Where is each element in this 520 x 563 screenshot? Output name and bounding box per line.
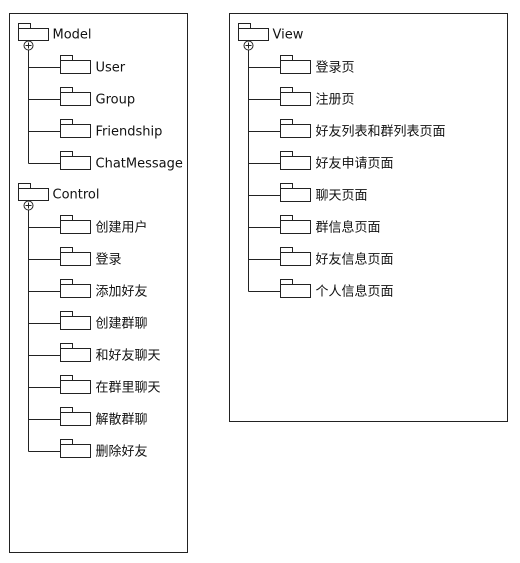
child-package-label: 聊天页面 — [316, 189, 368, 204]
child-package — [60, 343, 91, 362]
child-package — [280, 247, 311, 266]
child-package-label: 创建群聊 — [96, 317, 148, 332]
child-package-label: 解散群聊 — [96, 413, 148, 428]
child-package — [60, 151, 91, 170]
child-package — [60, 55, 91, 74]
child-package — [60, 407, 91, 426]
child-package-label: 登录页 — [316, 61, 355, 76]
package-control — [18, 183, 49, 201]
child-package — [280, 151, 311, 170]
right-panel-border — [229, 13, 508, 422]
child-package — [280, 119, 311, 138]
child-package — [60, 375, 91, 394]
child-package — [60, 439, 91, 458]
child-package-label: User — [96, 61, 126, 76]
package-label-model: Model — [53, 28, 92, 43]
child-package-label: 好友列表和群列表页面 — [316, 124, 446, 140]
child-package — [280, 87, 311, 106]
containment-marker — [243, 40, 254, 51]
child-package-label: Group — [96, 93, 136, 108]
child-package-label: 登录 — [96, 253, 122, 268]
package-view — [238, 23, 269, 41]
child-package-label: 个人信息页面 — [316, 284, 394, 300]
child-package — [280, 183, 311, 202]
child-package-label: 群信息页面 — [316, 220, 381, 236]
containment-marker — [23, 200, 34, 211]
child-package — [280, 279, 311, 298]
child-package — [60, 247, 91, 266]
package-model — [18, 23, 49, 41]
child-package-label: 在群里聊天 — [96, 381, 161, 396]
child-package-label: 删除好友 — [96, 444, 148, 460]
child-package-label: 和好友聊天 — [96, 348, 161, 364]
child-package — [60, 215, 91, 234]
package-label-view: View — [273, 28, 304, 43]
child-package — [60, 119, 91, 138]
containment-marker — [23, 40, 34, 51]
child-package — [60, 311, 91, 330]
child-package-label: 好友申请页面 — [316, 156, 394, 172]
child-package — [60, 279, 91, 298]
child-package-label: 创建用户 — [96, 220, 148, 236]
child-package-label: ChatMessage — [96, 157, 183, 172]
package-label-control: Control — [53, 188, 100, 203]
child-package — [280, 215, 311, 234]
child-package-label: 注册页 — [316, 93, 355, 108]
child-package-label: 添加好友 — [96, 284, 148, 300]
child-package — [280, 55, 311, 74]
left-panel-border — [9, 13, 188, 553]
child-package — [60, 87, 91, 106]
child-package-label: Friendship — [96, 125, 163, 140]
child-package-label: 好友信息页面 — [316, 252, 394, 268]
